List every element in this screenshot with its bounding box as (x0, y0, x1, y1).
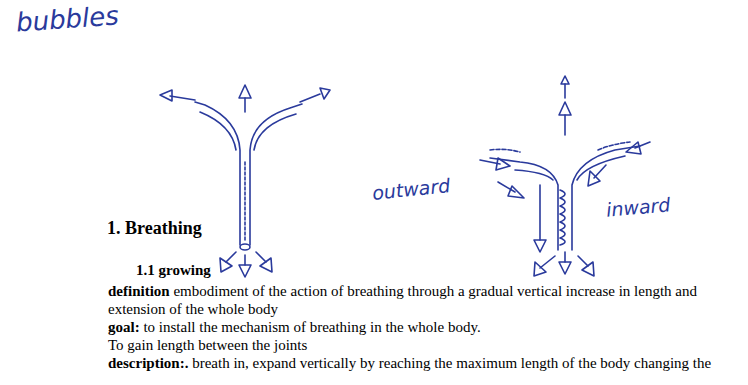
handwritten-note: bubbles (15, 0, 120, 37)
text-line: description:. breath in, expand vertical… (108, 354, 740, 372)
heading-text: definition (108, 283, 170, 299)
body-text: breath in, expand vertically by reaching… (192, 355, 711, 371)
heading-text: 1. Breathing (107, 218, 202, 238)
body-text: embodiment of the action of breathing th… (108, 283, 697, 317)
text-line: goal: to install the mechanism of breath… (108, 318, 740, 336)
handwritten-note: outward (371, 174, 451, 204)
text-line: definition embodiment of the action of b… (108, 282, 740, 318)
text-line: To gain length between the joints (108, 336, 740, 354)
text-line: 1.1 growing (136, 261, 436, 279)
heading-text: description:. (108, 355, 188, 371)
text-line: 1. Breathing (107, 219, 407, 237)
body-text: to install the mechanism of breathing in… (143, 319, 480, 335)
body-text: To gain length between the joints (108, 337, 307, 353)
handwritten-note: inward (605, 193, 671, 221)
heading-text: 1.1 growing (136, 262, 211, 278)
heading-text: goal: (108, 319, 140, 335)
